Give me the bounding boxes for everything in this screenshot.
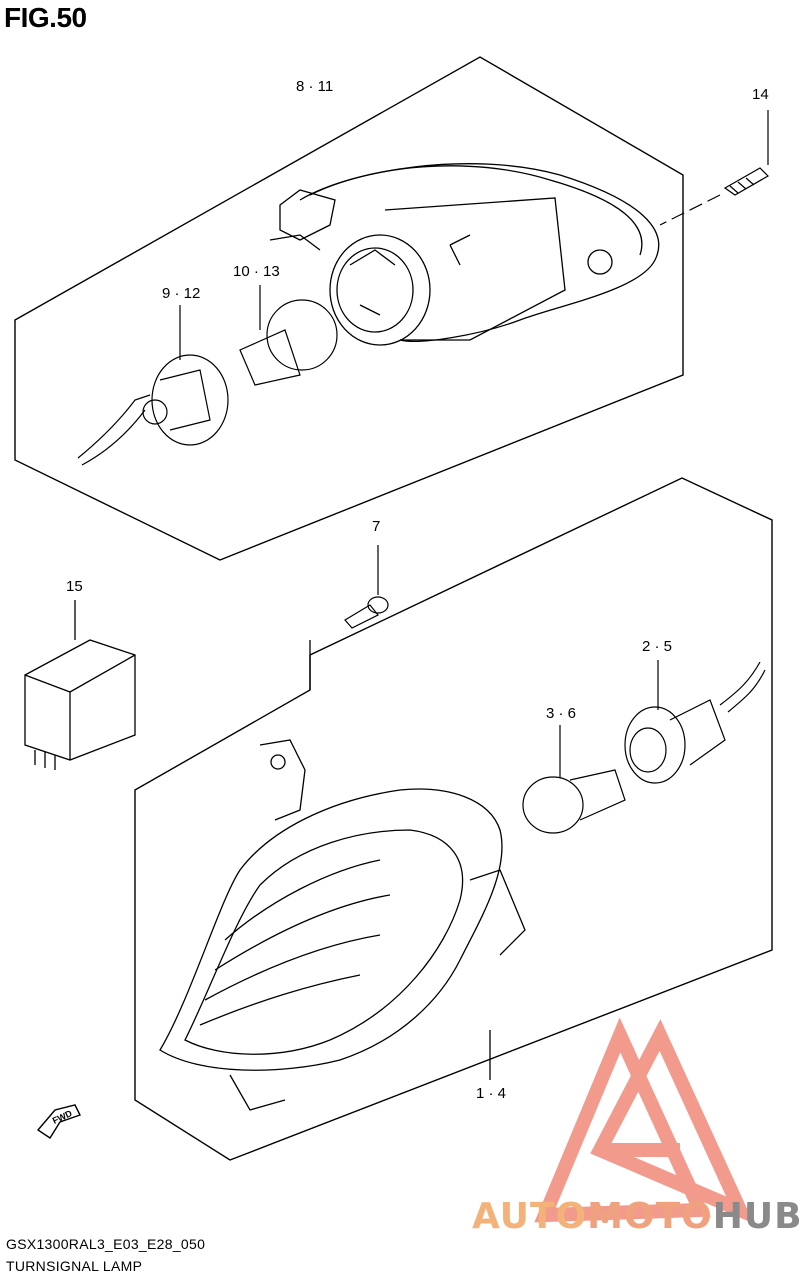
bulb-upper xyxy=(239,285,338,386)
watermark-hub: HUB xyxy=(712,1196,800,1237)
rear-housing xyxy=(269,163,660,346)
footer-code: GSX1300RAL3_E03_E28_050 xyxy=(6,1236,206,1252)
bulb-lower xyxy=(522,725,626,834)
watermark-moto: MOTO xyxy=(587,1196,713,1237)
figure-title: FIG.50 xyxy=(4,2,87,33)
callout-14: 14 xyxy=(752,86,769,103)
socket-lower xyxy=(624,660,766,784)
footer-name: TURNSIGNAL LAMP xyxy=(6,1258,143,1274)
screw-14 xyxy=(659,110,769,226)
upper-assembly-box xyxy=(14,56,684,561)
callout-15: 15 xyxy=(66,578,83,595)
relay-15 xyxy=(24,600,136,770)
callout-9-12: 9 · 12 xyxy=(162,285,201,302)
callout-3-6: 3 · 6 xyxy=(546,705,577,722)
watermark-text: AUTOMOTOHUB xyxy=(472,1196,800,1237)
callout-8-11: 8 · 11 xyxy=(296,78,334,95)
screw-7 xyxy=(344,545,389,629)
callout-2-5: 2 · 5 xyxy=(642,638,673,655)
watermark-auto: AUTO xyxy=(472,1196,588,1237)
watermark-logo xyxy=(534,1017,754,1224)
fwd-arrow xyxy=(36,1104,81,1139)
callout-10-13: 10 · 13 xyxy=(233,263,280,280)
callout-7: 7 xyxy=(372,518,381,535)
socket-upper xyxy=(77,305,229,466)
callout-1-4: 1 · 4 xyxy=(476,1085,507,1102)
front-lamp-lens xyxy=(159,640,526,1111)
